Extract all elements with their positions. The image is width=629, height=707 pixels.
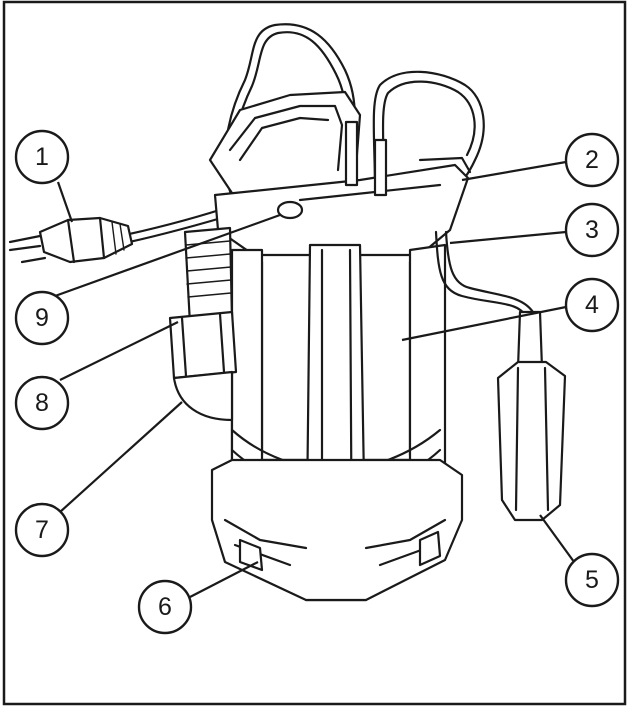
callout-6-label: 6 — [158, 593, 172, 621]
callout-9-label: 9 — [35, 304, 49, 332]
float-switch — [434, 230, 567, 522]
plug — [8, 216, 134, 264]
callout-8: 8 — [14, 375, 70, 431]
callout-1-label: 1 — [35, 143, 49, 171]
callout-5-label: 5 — [585, 566, 599, 594]
callout-4-label: 4 — [585, 291, 599, 319]
callout-8-label: 8 — [35, 389, 49, 417]
discharge-outlet — [168, 226, 238, 422]
callout-9: 9 — [14, 290, 70, 346]
callout-3: 3 — [564, 202, 620, 258]
callout-5: 5 — [564, 552, 620, 608]
callout-7-label: 7 — [35, 516, 49, 544]
callout-6: 6 — [137, 579, 193, 635]
pump-body — [208, 90, 472, 602]
callout-4: 4 — [564, 277, 620, 333]
callout-3-label: 3 — [585, 216, 599, 244]
callout-2: 2 — [564, 132, 620, 188]
callout-7: 7 — [14, 502, 70, 558]
callout-2-label: 2 — [585, 146, 599, 174]
callout-leaders — [54, 160, 578, 598]
vent-valve — [276, 200, 304, 220]
callout-1: 1 — [14, 129, 70, 185]
